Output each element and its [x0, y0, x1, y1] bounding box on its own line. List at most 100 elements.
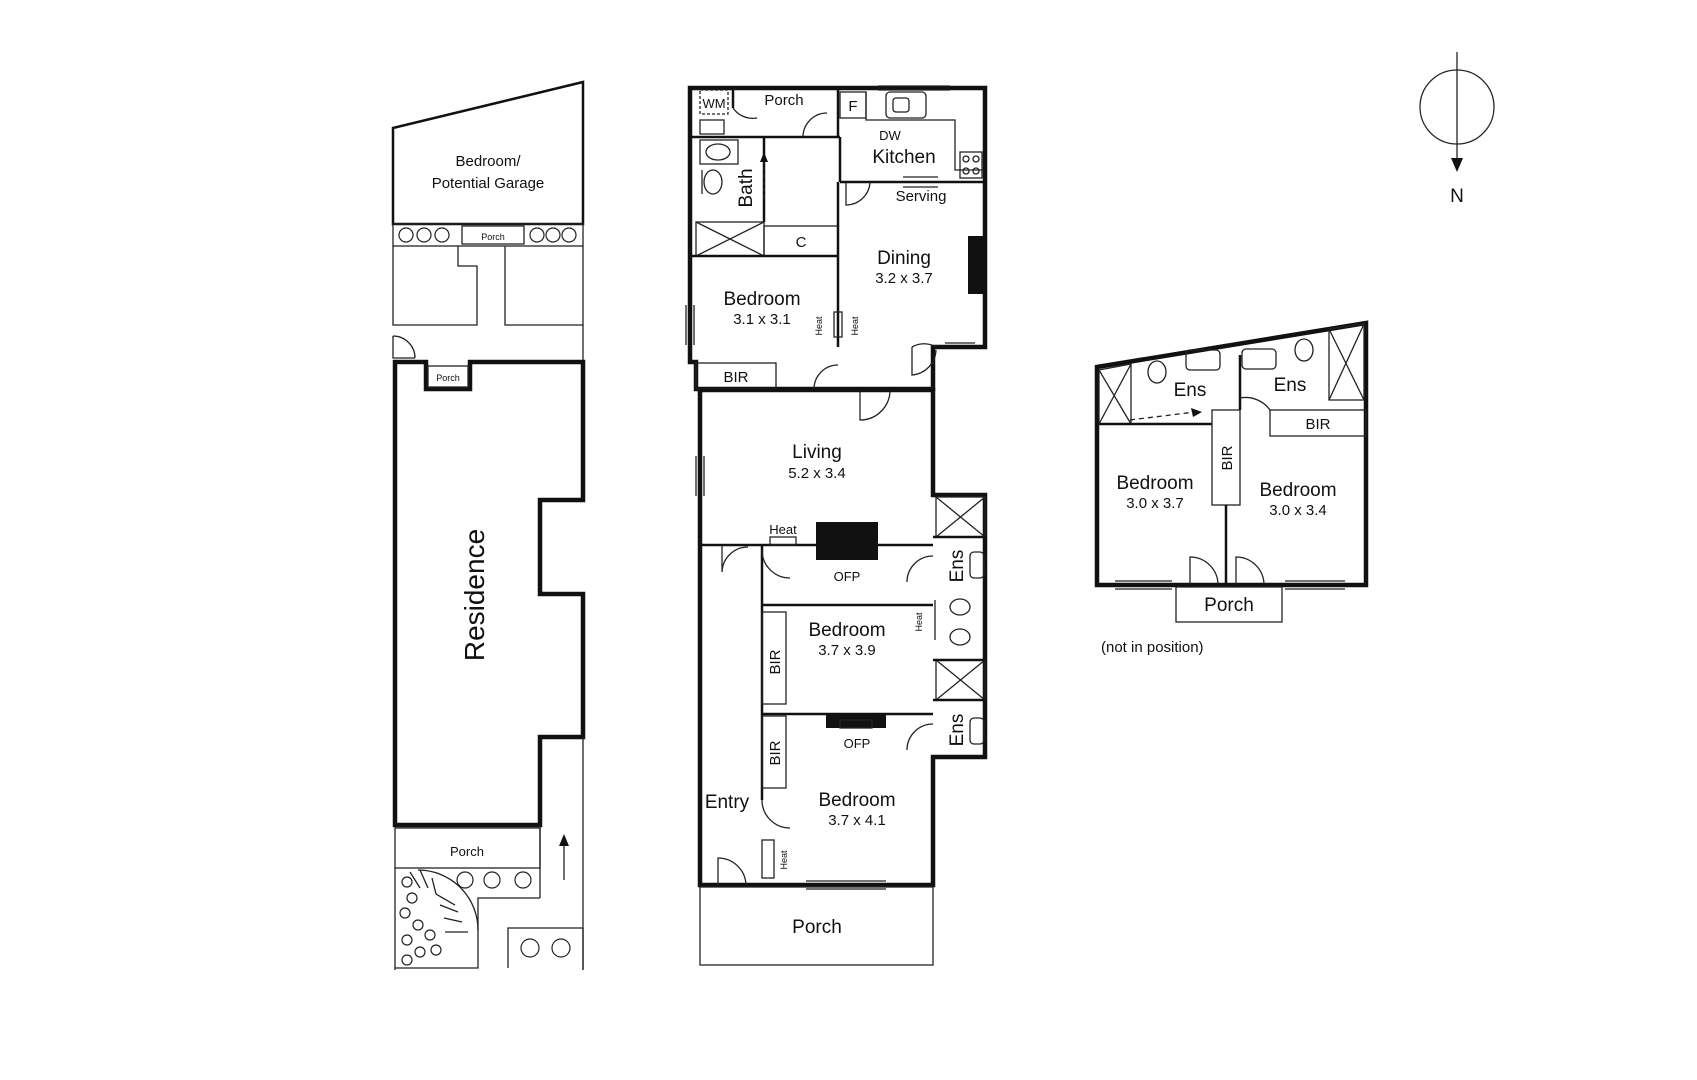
- upper-right-basin: [1241, 348, 1277, 370]
- residence-porch-box: [427, 365, 469, 388]
- site-front-porch-label: Porch: [450, 844, 484, 859]
- living-door-swing: [859, 388, 891, 421]
- north-arrow-icon: [1451, 158, 1463, 172]
- ofp1-label: OFP: [834, 569, 861, 584]
- fireplace-2: [826, 714, 886, 728]
- upper-left-toilet: [1147, 360, 1167, 384]
- upper-right-shower: [1328, 323, 1365, 401]
- bedroom1-size: 3.1 x 3.1: [733, 311, 791, 328]
- ens1-label: Ens: [947, 550, 968, 583]
- ens2-door-swing: [906, 723, 934, 751]
- upper-floor-plan: Ens BIR Ens BIR Bedroom 3.0 x 3.7 Bedroo…: [1094, 320, 1369, 656]
- garden-edge: [477, 897, 540, 930]
- bedroom2-name: Bedroom: [808, 620, 885, 641]
- rear-shrubs: [398, 227, 577, 243]
- bir1-label: BIR: [723, 369, 748, 386]
- bir3-box: [761, 715, 787, 789]
- front-porch-box: [394, 827, 541, 869]
- residence-outline: [392, 359, 586, 828]
- heat-1-label: Heat: [814, 316, 824, 336]
- side-gate-swing: [392, 335, 416, 359]
- bedroom2-size: 3.7 x 3.9: [818, 642, 876, 659]
- dining-name: Dining: [877, 248, 931, 269]
- rear-building-label-1: Bedroom/: [455, 153, 521, 170]
- ensuite1-area: [933, 496, 986, 745]
- bir2-box: [761, 611, 787, 705]
- fridge-label: F: [848, 98, 857, 115]
- upper-ens-right-label: Ens: [1274, 375, 1307, 396]
- side-gate: [392, 336, 415, 359]
- bath-basin: [705, 143, 731, 161]
- front-steps: [409, 869, 468, 933]
- wm-label: WM: [702, 96, 725, 111]
- bedroom3-name: Bedroom: [818, 790, 895, 811]
- entry-heater: [761, 839, 775, 879]
- ofp2-label: OFP: [844, 736, 871, 751]
- upper-left-basin: [1185, 349, 1221, 371]
- heat-entry-label: Heat: [779, 850, 789, 870]
- upper-floor-outline: [1094, 320, 1369, 588]
- ground-front-porch-label: Porch: [792, 917, 842, 938]
- upper-left-door-swing: [1189, 556, 1219, 586]
- compass: N: [1419, 52, 1495, 207]
- laundry-tub: [699, 119, 725, 135]
- front-porch-box: [699, 886, 934, 966]
- residence-label: Residence: [459, 529, 490, 661]
- rear-porch-label: Porch: [764, 92, 803, 109]
- serving-label: Serving: [896, 188, 947, 205]
- upper-floor-note: (not in position): [1101, 639, 1204, 656]
- garden-bed: [507, 927, 583, 968]
- bedroom3-size: 3.7 x 4.1: [828, 812, 886, 829]
- compass-label: N: [1450, 186, 1464, 207]
- kitchen-sink: [885, 91, 927, 119]
- rear-porch-label: Porch: [481, 232, 505, 242]
- cooktop-icon: [959, 151, 983, 179]
- ens1-door-swing: [906, 555, 934, 583]
- dishwasher-label: DW: [879, 128, 901, 143]
- bedroom1-door-swing: [813, 364, 839, 390]
- upper-right-door-swing: [1235, 556, 1265, 586]
- kitchen-bench: [865, 92, 983, 171]
- upper-bedroom-left-name: Bedroom: [1116, 473, 1193, 494]
- front-wing-outline: [697, 387, 988, 888]
- shower-box: [695, 221, 765, 257]
- cupboard-label: C: [796, 234, 807, 251]
- ground-floor-plan: WM Porch F DW Kitchen Serving: [685, 85, 988, 966]
- site-plan: Bedroom/ Potential Garage Porch Porch Re…: [391, 80, 586, 970]
- rear-porch-box: [461, 225, 525, 245]
- hall-door-swing: [721, 545, 749, 573]
- kitchen-door-swing: [845, 181, 871, 206]
- heat-living-label: Heat: [769, 522, 797, 537]
- upper-bir-center-label: BIR: [1219, 445, 1236, 470]
- bir2-label: BIR: [767, 649, 784, 674]
- bath-toilet: [703, 169, 723, 195]
- bedroom1-name: Bedroom: [723, 289, 800, 310]
- laundry-door-swing: [732, 107, 758, 120]
- bed2-door-swing: [761, 549, 791, 579]
- residence-porch-label: Porch: [436, 373, 460, 383]
- upper-ens-door-swing: [1239, 396, 1271, 411]
- bir3-label: BIR: [767, 740, 784, 765]
- upper-right-toilet: [1294, 338, 1314, 362]
- dining-fireplace: [968, 236, 986, 294]
- porch-door-swing: [802, 112, 828, 138]
- washing-machine-box: [699, 89, 729, 115]
- upper-bedroom-right-size: 3.0 x 3.4: [1269, 502, 1327, 519]
- fireplace-1: [816, 522, 878, 560]
- rear-building-label-2: Potential Garage: [432, 175, 545, 192]
- upper-bedroom-right-name: Bedroom: [1259, 480, 1336, 501]
- courtyard-left: [392, 246, 478, 326]
- path-arrow-icon: [559, 834, 569, 846]
- upper-porch-box: [1175, 586, 1283, 623]
- ens2-label: Ens: [947, 714, 968, 747]
- bath-label: Bath: [736, 168, 757, 207]
- entry-label: Entry: [705, 792, 750, 813]
- living-name: Living: [792, 442, 842, 463]
- living-size: 5.2 x 3.4: [788, 465, 846, 482]
- upper-porch-label: Porch: [1204, 595, 1254, 616]
- kitchen-label: Kitchen: [872, 147, 935, 168]
- garden-shrubs: [399, 871, 571, 966]
- upper-bedroom-left-size: 3.0 x 3.7: [1126, 495, 1184, 512]
- courtyard-right: [504, 246, 584, 326]
